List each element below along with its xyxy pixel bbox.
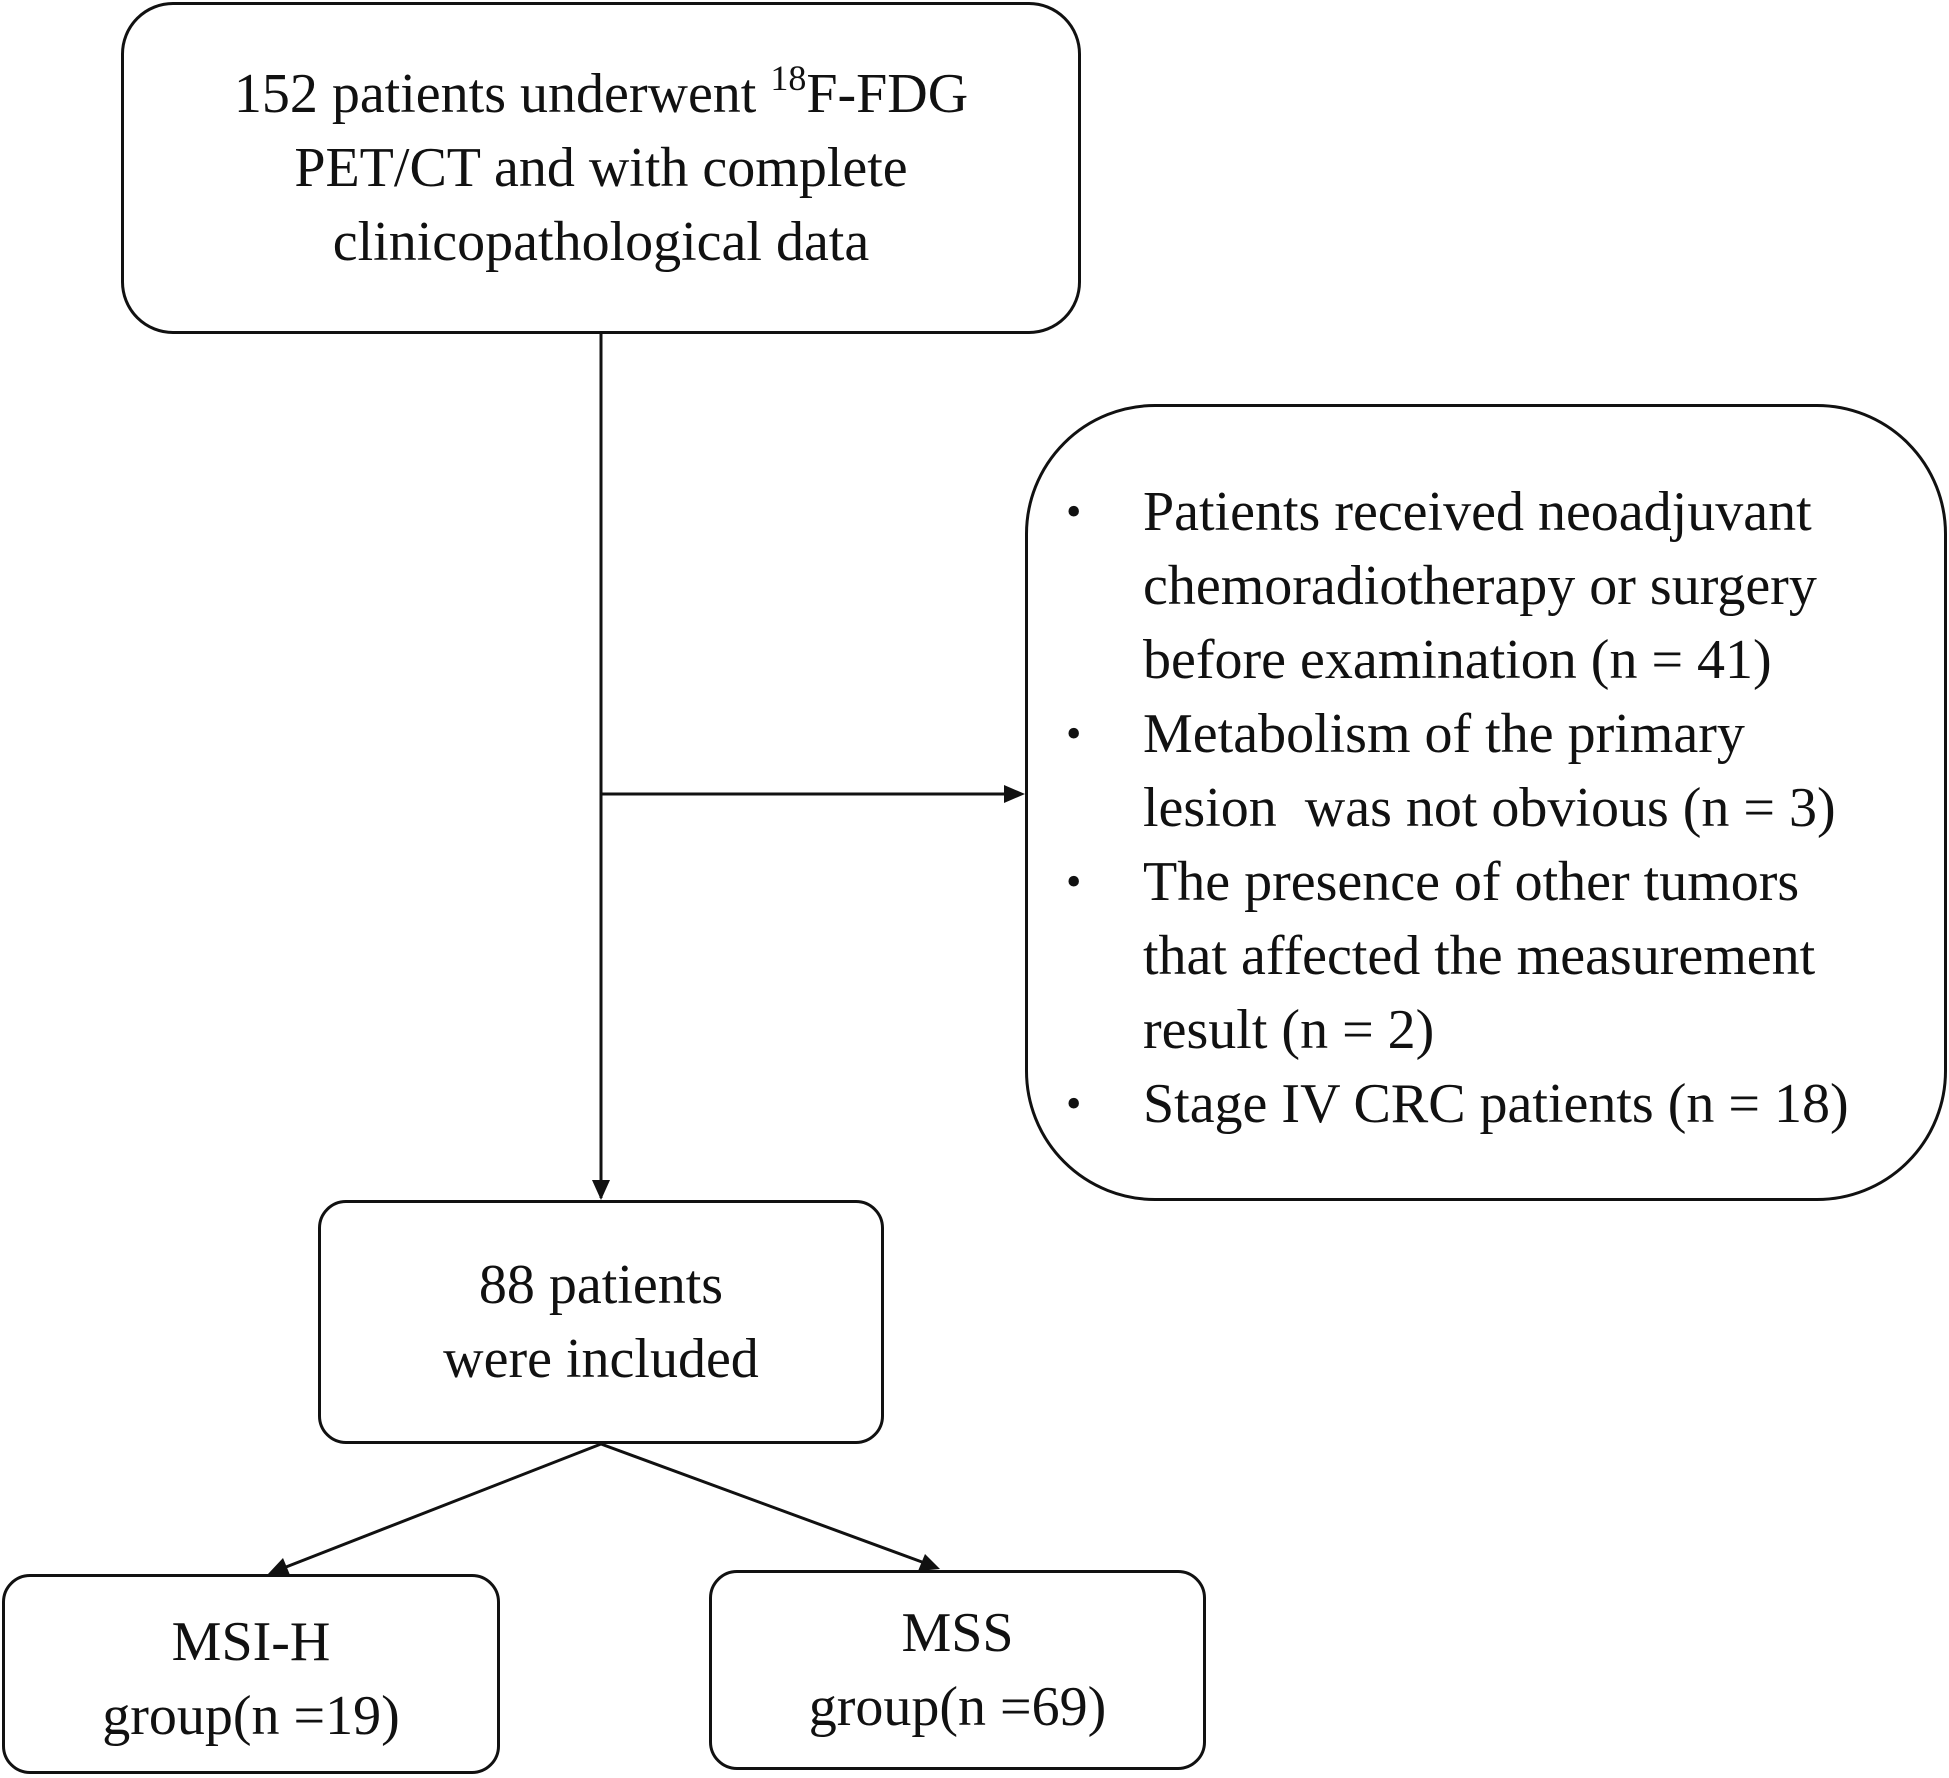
mss-split-arrow (600, 1442, 923, 1564)
main-flow-arrowhead (592, 1180, 610, 1200)
msi-h-group-box: MSI-H group(n =19) (2, 1574, 500, 1774)
bullet-icon: • (1066, 487, 1082, 536)
screening-line-1: 152 patients underwent 18F-FDG (233, 58, 969, 125)
exclusion-item-metabolism: • Metabolism of the primary lesion was n… (1028, 697, 1849, 845)
msi-h-group-title: MSI-H (171, 1611, 331, 1673)
exclusion-criteria-list: • Patients received neoadjuvant chemorad… (1028, 475, 1849, 1141)
included-line-1: 88 patients (478, 1254, 724, 1316)
exclusion-criteria-box: • Patients received neoadjuvant chemorad… (1025, 404, 1947, 1201)
bullet-icon: • (1066, 709, 1082, 758)
msih-split-arrow (285, 1442, 602, 1569)
mss-group-title: MSS (901, 1602, 1014, 1664)
msih-split-arrowhead (268, 1558, 290, 1575)
mss-group-box: MSS group(n =69) (709, 1570, 1206, 1770)
exclusion-item-other-tumors: • The presence of other tumors that affe… (1028, 845, 1849, 1067)
exclusion-item-stage-iv: • Stage IV CRC patients (n = 18) (1028, 1067, 1849, 1141)
included-line-2: were included (443, 1328, 759, 1390)
bullet-icon: • (1066, 857, 1082, 906)
msi-h-group-count: group(n =19) (102, 1685, 400, 1747)
isotope-superscript: 18 (770, 58, 807, 98)
exclusion-arrowhead (1004, 785, 1025, 803)
screening-box: 152 patients underwent 18F-FDG PET/CT an… (121, 2, 1081, 334)
exclusion-item-neoadjuvant: • Patients received neoadjuvant chemorad… (1028, 475, 1849, 697)
included-patients-box: 88 patients were included (318, 1200, 884, 1444)
mss-group-count: group(n =69) (808, 1676, 1107, 1738)
screening-line-3: clinicopathological data (332, 211, 870, 273)
screening-line-2: PET/CT and with complete (294, 137, 908, 199)
bullet-icon: • (1066, 1079, 1082, 1128)
mss-split-arrowhead (918, 1554, 940, 1571)
